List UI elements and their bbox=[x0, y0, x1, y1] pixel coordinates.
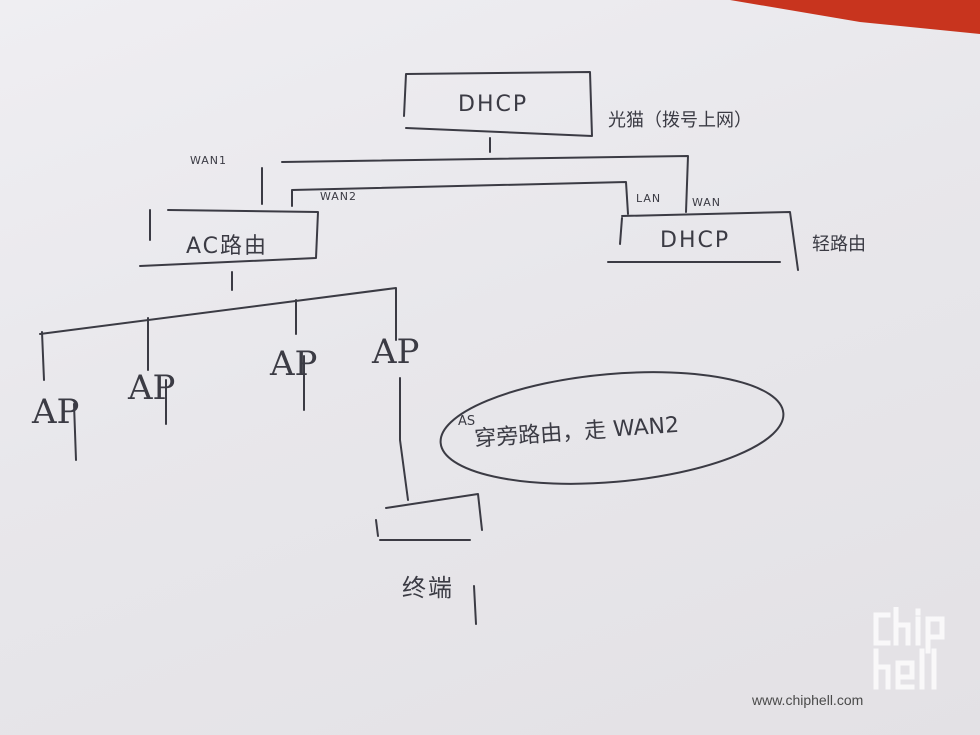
ap-1-label: AP bbox=[32, 392, 80, 432]
secondary-side-label: 轻路由 bbox=[812, 234, 866, 255]
secondary-router-box bbox=[607, 211, 799, 271]
watermark-url: www.chiphell.com bbox=[752, 692, 864, 708]
chiphell-logo-icon bbox=[873, 606, 945, 690]
wan1-port-label: WAN1 bbox=[190, 154, 228, 167]
ap-bus bbox=[39, 287, 397, 341]
ap-4-label: AP bbox=[372, 332, 420, 372]
ap4-drop bbox=[399, 377, 409, 501]
ap1-drop bbox=[41, 331, 45, 381]
corner-fill bbox=[730, 0, 980, 34]
modem-box bbox=[403, 71, 593, 137]
terminal-label: 终端 bbox=[402, 574, 454, 602]
terminal-box bbox=[375, 493, 483, 541]
secondary-dhcp-label: DHCP bbox=[660, 228, 731, 253]
watermark-logo bbox=[872, 606, 958, 695]
ap-2-label: AP bbox=[128, 368, 176, 408]
annotation-mark: AS bbox=[458, 414, 476, 429]
wan2-port-label: WAN2 bbox=[320, 190, 358, 203]
annotation-ellipse bbox=[439, 371, 785, 485]
wan-port-label: WAN bbox=[692, 196, 722, 209]
ap-3-label: AP bbox=[270, 344, 318, 384]
modem-dhcp-label: DHCP bbox=[458, 92, 529, 117]
top-bus bbox=[281, 155, 689, 213]
ac-router-box bbox=[139, 209, 319, 267]
ac-router-label: AC路由 bbox=[186, 234, 269, 259]
wan2-line bbox=[291, 181, 629, 215]
modem-side-label: 光猫（拨号上网） bbox=[608, 110, 752, 131]
lan-port-label: LAN bbox=[636, 192, 662, 205]
